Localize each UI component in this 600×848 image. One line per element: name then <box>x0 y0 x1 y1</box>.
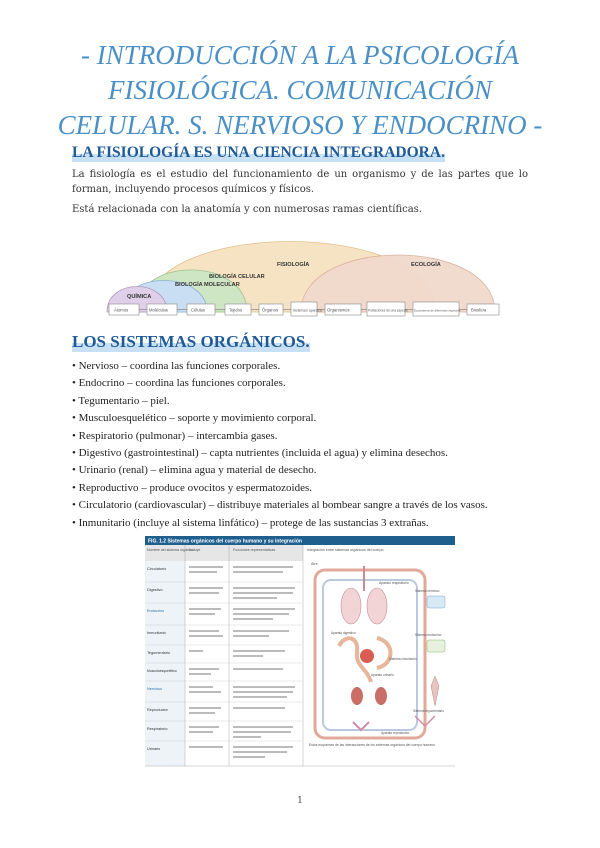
paragraph-relation: Está relacionada con la anatomía y con n… <box>72 204 422 215</box>
level-tejidos: Tejidos <box>229 308 242 313</box>
row-label-urinario: Urinario <box>147 747 160 751</box>
integration-diagram: FISIOLOGÍA ECOLOGÍA BIOLOGÍA CELULAR BIO… <box>106 241 500 317</box>
list-item: Tegumentario – piel. <box>72 393 542 410</box>
list-item: Urinario (renal) – elimina agua y materi… <box>72 462 542 479</box>
domain-label-biologia-molecular: BIOLOGÍA MOLECULAR <box>175 280 240 288</box>
level-ecosistema: Ecosistema de diferentes especies <box>414 309 461 313</box>
level-organismos: Organismos <box>327 308 350 313</box>
list-item: Circulatorio (cardiovascular) – distribu… <box>72 497 542 514</box>
title-line-1: - INTRODUCCIÓN A LA PSICOLOGÍA <box>80 40 520 70</box>
level-biosfera: Biosfera <box>471 308 487 313</box>
list-item: Nervioso – coordina las funciones corpor… <box>72 358 542 375</box>
illus-label-tegumentario: Sistema tegumentario <box>413 709 444 713</box>
level-moleculas: Moléculas <box>149 308 168 313</box>
organ-systems-list: Nervioso – coordina las funciones corpor… <box>72 358 542 532</box>
domain-label-quimica: QUÍMICA <box>127 292 151 300</box>
body-integration-illustration <box>313 566 446 740</box>
level-poblaciones: Poblaciones de una especie <box>368 309 408 313</box>
col-header-integration: Integración entre sistemas orgánicos del… <box>307 548 384 552</box>
title-line-3: CELULAR. S. NERVIOSO Y ENDOCRINO - <box>57 110 543 140</box>
illus-label-urinario: Aparato urinario <box>371 673 394 677</box>
col-header-functions: Funciones representativas <box>233 548 275 552</box>
list-item: Musculoesquelético – soporte y movimient… <box>72 410 542 427</box>
illus-label-endocrino: Sistema endocrino <box>415 633 442 637</box>
section-heading-integradora: LA FISIOLOGÍA ES UNA CIENCIA INTEGRADORA… <box>72 144 445 162</box>
level-sistemas: Sistemas/ aparatos <box>293 309 322 313</box>
row-label-digestivo: Digestivo <box>147 588 163 592</box>
illus-label-aire: Aire <box>311 562 318 566</box>
title-line-2: FISIOLÓGICA. COMUNICACIÓN <box>108 75 492 105</box>
domain-label-fisiologia: FISIOLOGÍA <box>277 260 309 268</box>
page-number: 1 <box>297 796 303 806</box>
level-atomos: Átomos <box>114 308 128 313</box>
row-label-inmunitario: Inmunitario <box>147 631 166 635</box>
list-item: Respiratorio (pulmonar) – intercambia ga… <box>72 428 542 445</box>
list-item: Inmunitario (incluye al sistema linfátic… <box>72 515 542 532</box>
domain-label-ecologia: ECOLOGÍA <box>411 260 441 268</box>
illus-note: Estos esquemas de las interacciones de l… <box>309 743 435 747</box>
illus-label-digestivo: Aparato digestivo <box>331 631 356 635</box>
paragraph-definition: La fisiología es el estudio del funciona… <box>72 169 528 195</box>
document-title: - INTRODUCCIÓN A LA PSICOLOGÍA FISIOLÓGI… <box>20 38 580 143</box>
row-label-endocrino: Endocrino <box>147 609 164 613</box>
list-item: Digestivo (gastrointestinal) – capta nut… <box>72 445 542 462</box>
row-label-musculoesqueletico: Musculoesquelético <box>147 669 177 673</box>
list-item: Endocrino – coordina las funciones corpo… <box>72 375 542 392</box>
row-label-reproductor: Reproductor <box>147 708 169 712</box>
figure-table <box>145 545 455 767</box>
section-heading-sistemas: LOS SISTEMAS ORGÁNICOS. <box>72 332 310 352</box>
illus-label-circulatorio: Sistema circulatorio <box>389 657 417 661</box>
level-celulas: Células <box>191 308 205 313</box>
level-boxes <box>108 301 500 317</box>
illus-label-reproductor: Aparato reproductor <box>381 731 410 735</box>
figure-caption: FIG. 1.2 Sistemas orgánicos del cuerpo h… <box>148 539 302 545</box>
level-organos: Órganos <box>262 308 278 313</box>
row-label-respiratorio: Respiratorio <box>147 727 167 731</box>
illus-label-respiratorio: Aparato respiratorio <box>379 581 409 585</box>
row-label-circulatorio: Circulatorio <box>147 567 166 571</box>
col-header-name: Nombre del sistema orgánico <box>147 548 194 552</box>
illus-label-nervioso: Sistema nervioso <box>415 589 440 593</box>
list-item: Reproductivo – produce ovocitos y esperm… <box>72 480 542 497</box>
col-header-includes: Incluye <box>189 548 200 552</box>
row-label-nervioso: Nervioso <box>147 687 162 691</box>
organ-systems-figure: FIG. 1.2 Sistemas orgánicos del cuerpo h… <box>145 536 455 772</box>
row-label-tegumentario: Tegumentario <box>147 651 170 655</box>
domain-label-biologia-celular: BIOLOGÍA CELULAR <box>209 272 265 280</box>
